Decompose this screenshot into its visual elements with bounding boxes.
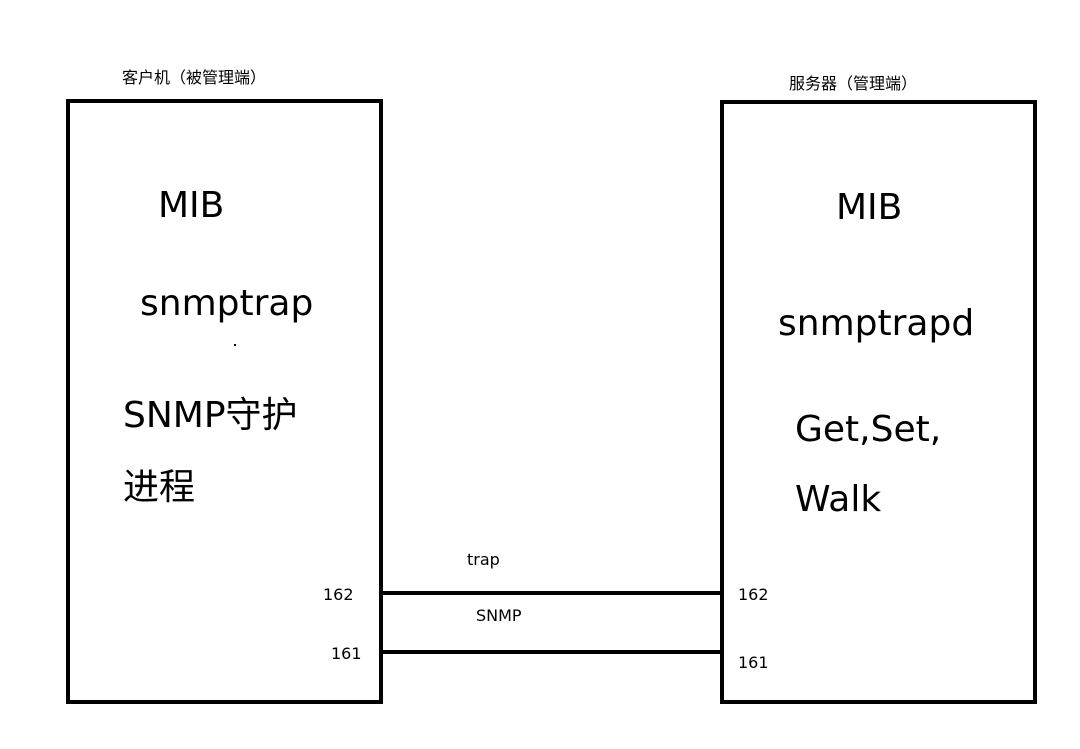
trap-link-line xyxy=(383,591,720,595)
server-port-161: 161 xyxy=(738,653,769,672)
server-snmptrapd-label: snmptrapd xyxy=(778,303,975,344)
server-caption: 服务器（管理端） xyxy=(789,74,918,93)
server-box xyxy=(720,100,1037,704)
client-caption: 客户机（被管理端） xyxy=(122,68,267,87)
client-port-162: 162 xyxy=(323,585,354,604)
snmp-link-line xyxy=(383,650,720,654)
client-mib-label: MIB xyxy=(158,185,225,226)
server-port-162: 162 xyxy=(738,585,769,604)
server-ops-label-line1: Get,Set, xyxy=(795,409,942,450)
client-port-161: 161 xyxy=(331,644,362,663)
client-box xyxy=(66,99,383,704)
stray-mark xyxy=(234,344,236,346)
server-mib-label: MIB xyxy=(836,187,903,228)
client-snmptrap-label: snmptrap xyxy=(140,283,314,324)
client-daemon-label-line1: SNMP守护 xyxy=(123,395,298,436)
server-ops-label-line2: Walk xyxy=(795,479,882,520)
trap-link-label: trap xyxy=(467,550,500,569)
client-daemon-label-line2: 进程 xyxy=(123,467,196,508)
snmp-link-label: SNMP xyxy=(476,606,522,625)
